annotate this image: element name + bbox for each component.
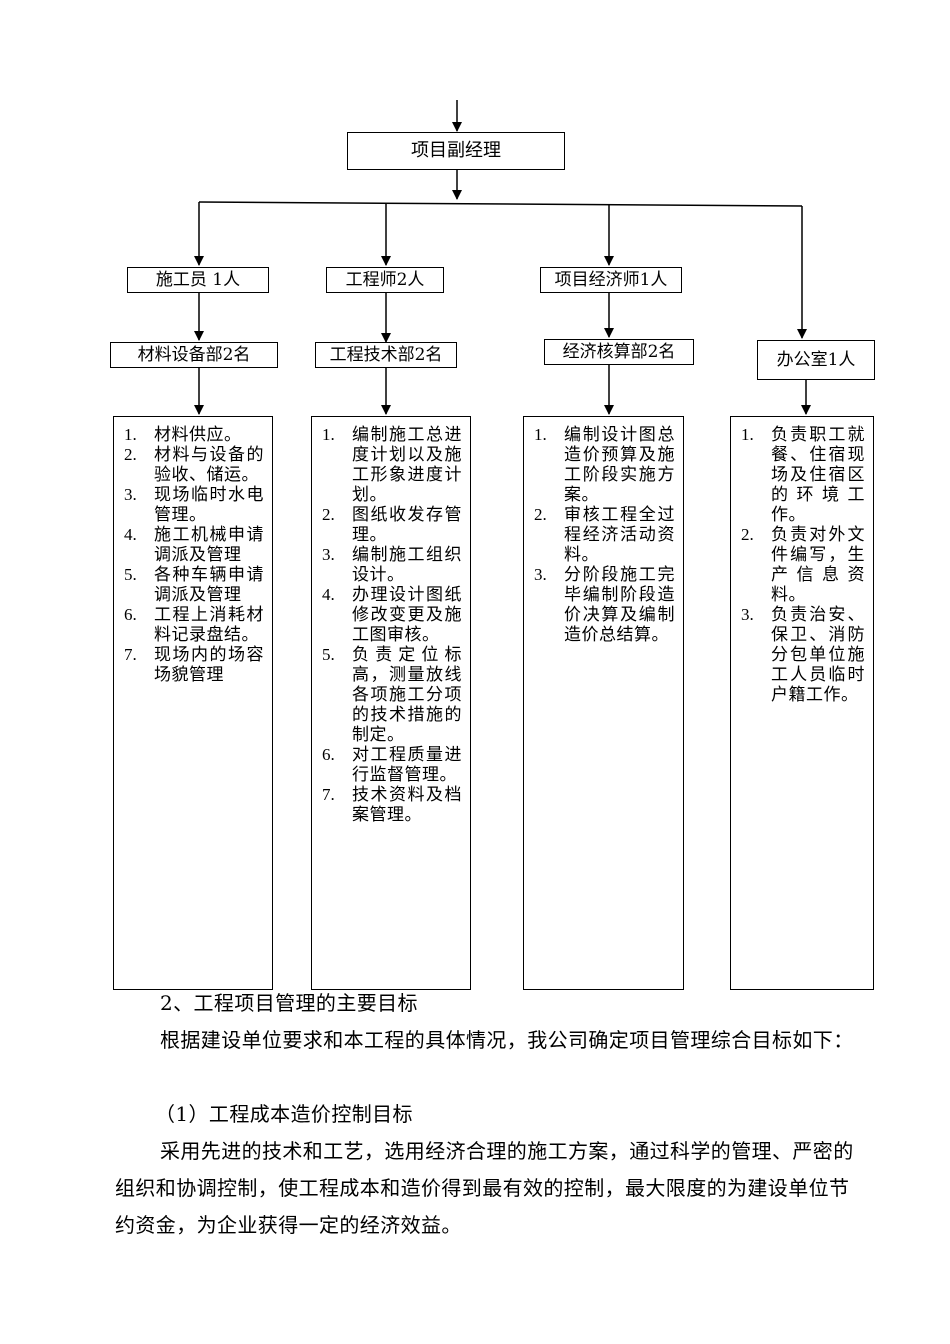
list-number: 3. <box>322 545 335 564</box>
duty-text: 各种车辆申请调派及管理 <box>154 565 264 605</box>
list-number: 3. <box>534 565 547 584</box>
list-number: 5. <box>124 565 137 584</box>
duty-text: 材料供应。 <box>154 425 242 445</box>
duty-box-materials: 1. 材料供应。 2. 材料与设备的验收、储运。 3. 现场临时水电管理。 4. 施工机… <box>113 416 273 990</box>
list-item: 2. 负责对外文件编写，生产信息资料。 <box>741 525 865 605</box>
list-number: 4. <box>322 585 335 604</box>
list-item: 6. 工程上消耗材料记录盘结。 <box>124 605 264 645</box>
cost-control-paragraph: 采用先进的技术和工艺，选用经济合理的施工方案，通过科学的管理、严密的组织和协调控… <box>115 1139 854 1237</box>
dept-box-engineering: 工程技术部2名 <box>315 342 457 368</box>
list-item: 3. 负责治安、保卫、消防分包单位施工人员临时户籍工作。 <box>741 605 865 705</box>
dept-box-office: 办公室1人 <box>757 340 875 380</box>
duty-text: 负责治安、保卫、消防分包单位施工人员临时户籍工作。 <box>771 605 865 705</box>
duty-text: 编制施工总进度计划以及施工形象进度计划。 <box>352 425 462 505</box>
list-item: 4. 施工机械申请调派及管理 <box>124 525 264 565</box>
list-item: 7. 技术资料及档案管理。 <box>322 785 462 825</box>
list-item: 5. 负责定位标高，测量放线各项施工分项的技术措施的制定。 <box>322 645 462 745</box>
list-number: 1. <box>534 425 547 444</box>
list-number: 7. <box>124 645 137 664</box>
list-item: 4. 办理设计图纸修改变更及施工图审核。 <box>322 585 462 645</box>
list-number: 3. <box>124 485 137 504</box>
dept-box-materials: 材料设备部2名 <box>110 342 278 368</box>
duty-list-economics: 1.编制设计图总造价预算及施工阶段实施方案。 2.审核工程全过程经济活动资料。 … <box>534 425 675 645</box>
list-item: 2. 图纸收发存管理。 <box>322 505 462 545</box>
list-item: 2. 材料与设备的验收、储运。 <box>124 445 264 485</box>
duty-text: 编制施工组织设计。 <box>352 545 462 585</box>
list-number: 7. <box>322 785 335 804</box>
duty-text: 分阶段施工完毕编制阶段造价决算及编制造价总结算。 <box>564 565 675 645</box>
list-item: 3. 分阶段施工完毕编制阶段造价决算及编制造价总结算。 <box>534 565 675 645</box>
duty-text: 现场内的场容场貌管理 <box>154 645 264 685</box>
duty-list-materials: 1. 材料供应。 2. 材料与设备的验收、储运。 3. 现场临时水电管理。 4. 施工机… <box>124 425 264 685</box>
list-item: 1. 负责职工就餐、住宿现场及住宿区的环境工作。 <box>741 425 865 525</box>
list-item: 6. 对工程质量进行监督管理。 <box>322 745 462 785</box>
list-number: 6. <box>124 605 137 624</box>
subheading: （1）工程成本造价控制目标 <box>155 1102 413 1126</box>
list-number: 2. <box>534 505 547 524</box>
list-item: 3. 现场临时水电管理。 <box>124 485 264 525</box>
list-number: 6. <box>322 745 335 764</box>
intro-paragraph: 根据建设单位要求和本工程的具体情况，我公司确定项目管理综合目标如下： <box>160 1028 854 1052</box>
duty-list-office: 1. 负责职工就餐、住宿现场及住宿区的环境工作。 2. 负责对外文件编写，生产信息资… <box>741 425 865 705</box>
role-box-constructor: 施工员 1人 <box>127 267 269 293</box>
list-item: 1. 编制设计图总造价预算及施工阶段实施方案。 <box>534 425 675 505</box>
org-chart-connectors <box>194 100 811 415</box>
duty-text: 办理设计图纸修改变更及施工图审核。 <box>352 585 462 645</box>
duty-text: 图纸收发存管理。 <box>352 505 462 545</box>
duty-text: 施工机械申请调派及管理 <box>154 525 264 565</box>
list-number: 4. <box>124 525 137 544</box>
duty-list-engineering: 1. 编制施工总进度计划以及施工形象进度计划。 2. 图纸收发存管理。 3. 编制施工… <box>322 425 462 825</box>
list-number: 5. <box>322 645 335 664</box>
connector-bus <box>198 201 803 207</box>
duty-text: 负责定位标高，测量放线各项施工分项的技术措施的制定。 <box>352 645 462 745</box>
list-number: 1. <box>124 425 137 444</box>
list-item: 1. 材料供应。 <box>124 425 264 445</box>
duty-text: 材料与设备的验收、储运。 <box>154 445 264 485</box>
duty-box-office: 1. 负责职工就餐、住宿现场及住宿区的环境工作。 2. 负责对外文件编写，生产信息资… <box>730 416 874 990</box>
list-item: 5. 各种车辆申请调派及管理 <box>124 565 264 605</box>
section-heading: 2、工程项目管理的主要目标 <box>160 991 418 1015</box>
list-number: 2. <box>124 445 137 464</box>
list-number: 3. <box>741 605 754 624</box>
duty-text: 技术资料及档案管理。 <box>352 785 462 825</box>
list-item: 7. 现场内的场容场貌管理 <box>124 645 264 685</box>
duty-text: 对工程质量进行监督管理。 <box>352 745 462 785</box>
deputy-manager-box: 项目副经理 <box>347 132 565 170</box>
duty-box-engineering: 1. 编制施工总进度计划以及施工形象进度计划。 2. 图纸收发存管理。 3. 编制施工… <box>311 416 471 990</box>
list-item: 3. 编制施工组织设计。 <box>322 545 462 585</box>
list-number: 2. <box>322 505 335 524</box>
duty-text: 编制设计图总造价预算及施工阶段实施方案。 <box>564 425 675 505</box>
duty-text: 现场临时水电管理。 <box>154 485 264 525</box>
list-item: 1. 编制施工总进度计划以及施工形象进度计划。 <box>322 425 462 505</box>
duty-text: 负责对外文件编写，生产信息资料。 <box>771 525 865 605</box>
role-box-economist: 项目经济师1人 <box>540 267 682 293</box>
list-number: 1. <box>741 425 754 444</box>
duty-text: 负责职工就餐、住宿现场及住宿区的环境工作。 <box>771 425 865 525</box>
list-number: 1. <box>322 425 335 444</box>
duty-text: 审核工程全过程经济活动资料。 <box>564 505 675 565</box>
duty-box-economics: 1.编制设计图总造价预算及施工阶段实施方案。 2.审核工程全过程经济活动资料。 … <box>523 416 684 990</box>
role-box-engineer: 工程师2人 <box>326 267 444 293</box>
duty-text: 工程上消耗材料记录盘结。 <box>154 605 264 645</box>
list-number: 2. <box>741 525 754 544</box>
dept-box-economics: 经济核算部2名 <box>544 339 694 365</box>
list-item: 2. 审核工程全过程经济活动资料。 <box>534 505 675 565</box>
